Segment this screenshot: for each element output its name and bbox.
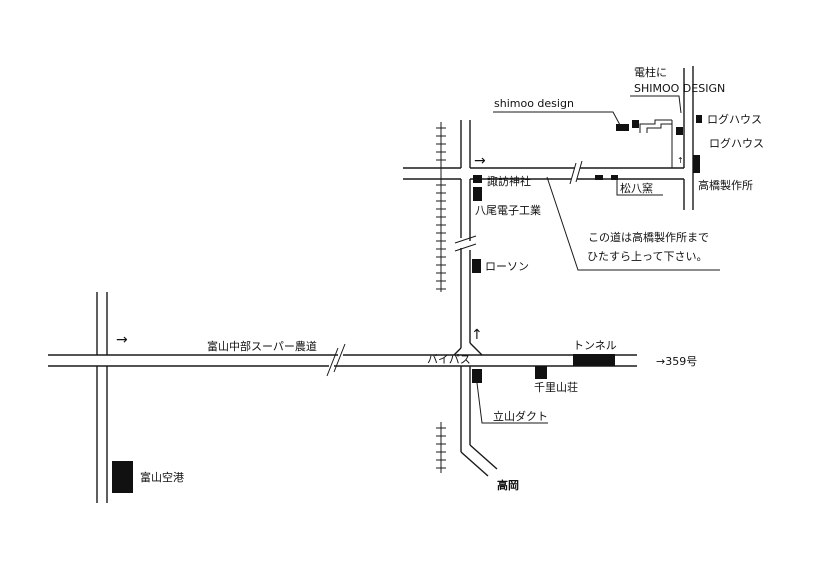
matsuhachi-marker-1 xyxy=(595,175,603,180)
suwa-shrine-marker xyxy=(473,175,482,183)
log-house-2-marker xyxy=(676,127,683,135)
arrow-up-bypass: ↑ xyxy=(471,327,483,343)
matsuhachi-marker-2 xyxy=(611,175,618,180)
label-denchu: 電柱に xyxy=(634,65,667,79)
railway xyxy=(436,122,446,473)
label-log-house-2: ログハウス xyxy=(709,136,764,150)
tunnel-marker xyxy=(573,354,615,366)
label-yao-denshi: 八尾電子工業 xyxy=(475,204,541,217)
label-tateyama-duct: 立山ダクト xyxy=(493,409,548,423)
main-north-road xyxy=(453,120,498,477)
label-suwa-shrine: 諏訪神社 xyxy=(487,174,531,188)
east-road xyxy=(639,66,694,210)
tateyama-duct-marker xyxy=(472,369,482,383)
takahashi-marker xyxy=(693,155,700,173)
label-note-line1: この道は高橋製作所まで xyxy=(588,230,709,244)
label-takahashi: 高橋製作所 xyxy=(698,178,753,192)
arrow-up-east: ↑ xyxy=(677,156,684,165)
label-shimoo-design: shimoo design xyxy=(494,97,574,110)
label-airport: 富山空港 xyxy=(140,470,184,484)
label-note-line2: ひたすら上って下さい。 xyxy=(587,250,707,263)
label-tunnel: トンネル xyxy=(573,339,617,352)
label-route359: →359号 xyxy=(656,355,697,368)
upper-road xyxy=(403,160,684,185)
farm-road xyxy=(48,292,637,503)
label-farm-road: 富山中部スーパー農道 xyxy=(207,339,317,353)
airport-marker xyxy=(112,461,133,493)
buildings xyxy=(112,115,702,493)
label-shimoo-sign: SHIMOO DESIGN xyxy=(634,82,725,95)
building-small xyxy=(632,120,639,128)
shimoo-design-building xyxy=(616,124,629,131)
senriyama-marker xyxy=(535,366,547,379)
arrow-right-west: → xyxy=(116,332,128,348)
label-takaoka: 高岡 xyxy=(497,478,519,492)
lawson-marker xyxy=(472,259,481,273)
leader-lines xyxy=(476,95,720,424)
yao-denshi-marker xyxy=(473,187,482,201)
label-log-house-1: ログハウス xyxy=(707,112,762,126)
arrow-right-north: → xyxy=(474,153,486,169)
label-bypass: バイパス xyxy=(427,353,471,366)
log-house-1-marker xyxy=(696,115,702,123)
label-senriyama: 千里山荘 xyxy=(534,381,578,394)
label-matsuhachi: 松八窯 xyxy=(620,181,653,195)
label-lawson: ローソン xyxy=(485,260,529,273)
